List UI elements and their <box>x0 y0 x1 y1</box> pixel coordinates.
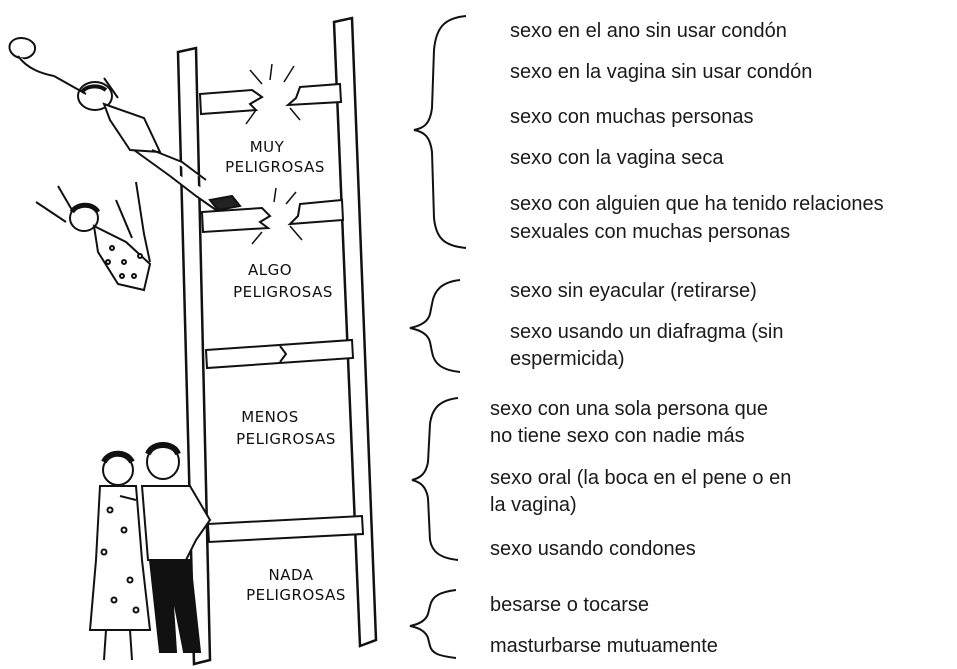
rung-label-line: ALGO <box>248 261 292 279</box>
rung-label-line: PELIGROSAS <box>225 158 325 176</box>
list-item: sexo con la vagina seca <box>510 147 724 169</box>
list-item-line: espermicida) <box>510 348 625 370</box>
list-item-line: sexuales con muchas personas <box>510 221 791 243</box>
list-item-line: sexo con una sola persona que <box>490 398 768 420</box>
rung-bottom <box>206 514 365 544</box>
rung-label-line: MUY <box>250 138 285 156</box>
bracket-not-dangerous <box>409 589 457 659</box>
list-item: sexo con muchas personas <box>510 106 754 128</box>
rung-label-line: PELIGROSAS <box>236 430 336 448</box>
rung-label-somewhat-dangerous: ALGO PELIGROSAS <box>233 261 333 301</box>
broken-rung-top <box>198 63 343 125</box>
standing-couple-illustration <box>88 442 212 661</box>
list-item: besarse o tocarse <box>490 594 649 616</box>
rung-label-line: NADA <box>268 566 313 584</box>
list-item: sexo usando condones <box>490 538 696 560</box>
bracket-very-dangerous <box>413 15 467 249</box>
list-item-line: sexo con alguien que ha tenido relacione… <box>510 193 884 215</box>
list-item: sexo sin eyacular (retirarse) <box>510 280 757 302</box>
bracket-somewhat-dangerous <box>409 279 461 373</box>
rung-label-line: PELIGROSAS <box>233 283 333 301</box>
list-item: sexo en la vagina sin usar condón <box>510 61 813 83</box>
ladder-right-rail <box>332 16 378 648</box>
rung-label-very-dangerous: MUY PELIGROSAS <box>225 138 325 176</box>
cracked-rung-third <box>204 338 355 370</box>
broken-rung-second <box>200 187 345 245</box>
rung-label-less-dangerous: MENOS PELIGROSAS <box>236 408 336 448</box>
list-item-line: sexo oral (la boca en el pene o en <box>490 467 792 489</box>
bracket-less-dangerous <box>411 397 459 561</box>
list-item-line: la vagina) <box>490 494 577 516</box>
rung-label-line: MENOS <box>241 408 298 426</box>
falling-woman-illustration <box>35 181 152 292</box>
list-item-line: no tiene sexo con nadie más <box>490 425 745 447</box>
rung-label-line: PELIGROSAS <box>246 586 346 604</box>
list-item: masturbarse mutuamente <box>490 635 718 657</box>
falling-man-illustration <box>8 37 242 212</box>
list-item: sexo en el ano sin usar condón <box>510 20 787 42</box>
rung-label-not-dangerous: NADA PELIGROSAS <box>246 566 346 604</box>
list-item-line: sexo usando un diafragma (sin <box>510 321 784 343</box>
